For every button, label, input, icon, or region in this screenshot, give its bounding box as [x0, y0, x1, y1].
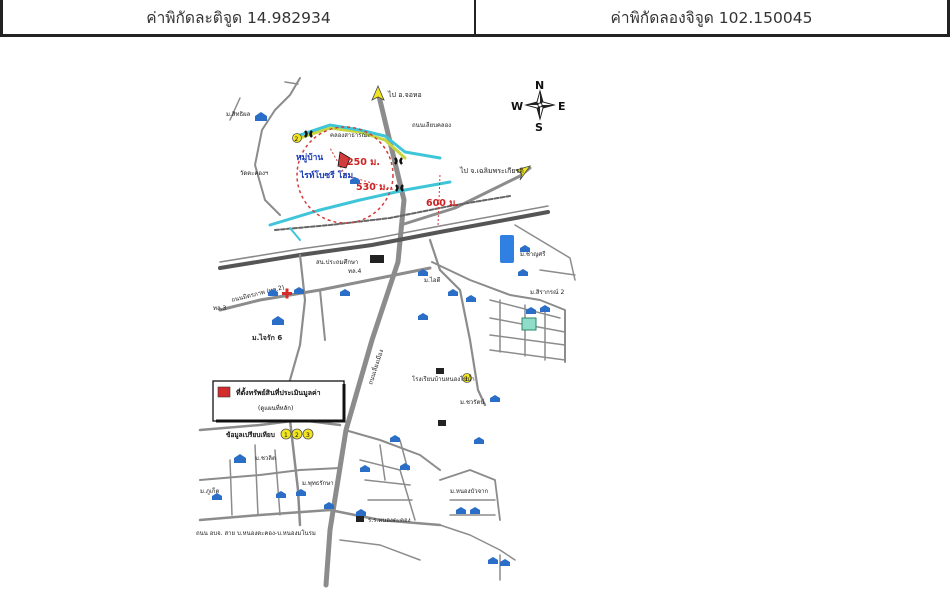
- label-l5: สน.ประถมศึกษา: [316, 259, 358, 266]
- latitude-cell: ค่าพิกัดละติจูด 14.982934: [0, 0, 476, 37]
- radius-circle: [296, 126, 394, 224]
- label-l17: ถนน อบจ. สาย บ.หนองตะคอง-บ.หนองมโนรม: [196, 529, 316, 537]
- legend-box: [212, 380, 346, 423]
- pond: [500, 235, 514, 263]
- label-l21: ทล.3: [213, 305, 227, 312]
- bridge-icon: [304, 130, 404, 192]
- label-l7: ทล.4: [348, 268, 362, 275]
- hospital-icon: [282, 288, 292, 299]
- comparable-marker: [292, 133, 472, 383]
- compass-s: S: [535, 121, 543, 134]
- coordinate-table: ค่าพิกัดละติจูด 14.982934 ค่าพิกัดลองจิจ…: [0, 0, 950, 37]
- arrow-north-icon: [371, 84, 385, 101]
- village-label-2: ไรท์โบซรี โฮม: [299, 170, 353, 181]
- arrow-northeast-icon: [515, 165, 531, 181]
- comparable-num-2: 2: [295, 432, 299, 439]
- longitude-cell: ค่าพิกัดลองจิจูด 102.150045: [474, 0, 950, 37]
- legend-text-2: (ดูแผนที่หลัก): [258, 404, 293, 412]
- distance-250: 250 ม.: [347, 157, 380, 168]
- school-icon: [356, 255, 446, 522]
- to-northeast-label: ไป จ.เฉลิมพระเกียรติ: [459, 166, 524, 175]
- compass-n: N: [535, 79, 544, 92]
- comparable-info-label: ข้อมูลเปรียบเทียบ: [226, 430, 275, 440]
- village-label-1: หมู่บ้าน: [296, 152, 323, 163]
- compass-e: E: [558, 100, 566, 113]
- green-area: [521, 317, 537, 331]
- label-l1: ม.สิทธิผล: [226, 111, 251, 118]
- compass-w: W: [511, 100, 523, 113]
- comparable-number-icons: [280, 428, 314, 440]
- comparable-marker-2-label: 2: [295, 136, 299, 143]
- distance-530: 530 ม.: [356, 182, 389, 193]
- to-north-label: ไป อ.จอหอ: [387, 90, 422, 99]
- label-l12: ม.ไอดี: [424, 276, 440, 284]
- comparable-num-1: 1: [284, 432, 288, 439]
- label-l4: ถนนเลียบคลอง: [412, 121, 451, 129]
- compass-rose-icon: [524, 89, 556, 121]
- label-l11: ม.ชวรัตน์: [460, 398, 485, 406]
- label-l14: โรงเรียนบ้านหนองไข่น้ำ: [412, 373, 475, 383]
- canals: [268, 123, 452, 241]
- label-l10: ม.สิรากรณ์ 2: [530, 288, 564, 296]
- legend-swatch: [217, 386, 231, 398]
- label-l18: ร.ร.หนองตะคอง: [368, 517, 411, 524]
- label-l15: ม.ภูเก็ต: [200, 486, 220, 495]
- comparable-marker-1-label: 1: [465, 376, 469, 383]
- road-network: [198, 77, 576, 588]
- label-l3: คลองสาธารณะ: [330, 132, 370, 139]
- village-icon: [212, 112, 550, 566]
- label-l16: ม.ชวลิต: [255, 455, 276, 462]
- distance-600: 600 ม.: [426, 198, 459, 209]
- label-l8: ม.ไจรัก 6: [252, 333, 282, 342]
- label-l2: วัดตะคองฯ: [240, 170, 268, 177]
- subject-property-icon: [337, 151, 351, 169]
- legend-text-1: ที่ตั้งทรัพย์สินที่ประเมินมูลค่า: [236, 386, 321, 398]
- label-l20: ม.หนองบัวจาก: [450, 488, 489, 495]
- label-l9: ม.ชาญศรี: [520, 250, 546, 258]
- comparable-num-3: 3: [306, 432, 310, 439]
- label-l19: ม.พุทธรักษา: [302, 480, 334, 487]
